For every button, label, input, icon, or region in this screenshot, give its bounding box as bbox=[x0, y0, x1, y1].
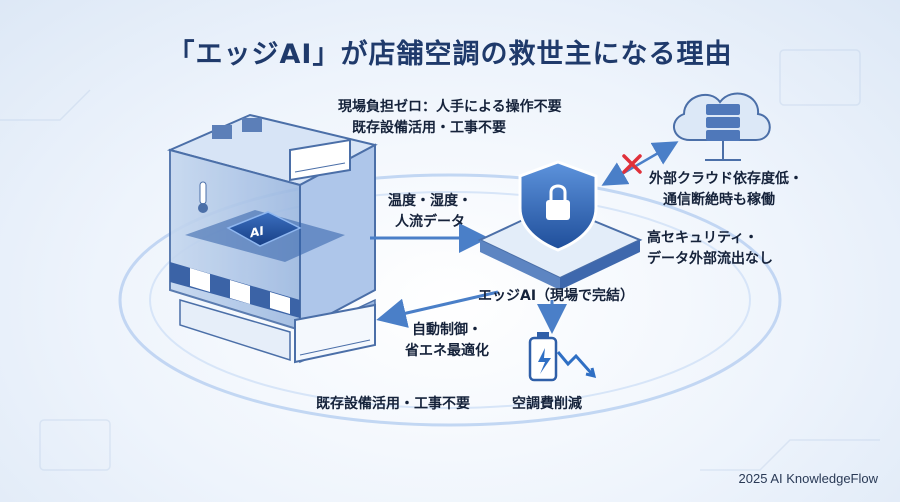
glow-ring bbox=[118, 173, 782, 427]
label-security: 高セキュリティ・ データ外部流出なし bbox=[647, 228, 773, 270]
label-security-line2: データ外部流出なし bbox=[647, 251, 773, 267]
cloud-server-icon bbox=[673, 92, 771, 161]
label-auto-control-line1: 自動制御・ bbox=[412, 322, 482, 338]
battery-down-icon bbox=[528, 332, 597, 382]
label-onsite-burden: 現場負担ゼロ：人手による操作不要 既存設備活用・工事不要 bbox=[338, 97, 562, 139]
ai-chip-icon bbox=[226, 211, 302, 247]
footer-credit: 2025 AI KnowledgeFlow bbox=[738, 471, 878, 486]
label-edge-ai: エッジAI（現場で完結） bbox=[478, 288, 635, 304]
chip-text: AI bbox=[250, 223, 264, 241]
air-conditioner-icon bbox=[289, 138, 351, 182]
x-mark-icon bbox=[622, 154, 642, 174]
label-sensor-input-line1: 温度・湿度・ bbox=[388, 193, 472, 209]
label-auto-control: 自動制御・ 省エネ最適化 bbox=[405, 320, 489, 362]
label-cloud: 外部クラウド依存度低・ 通信断絶時も稼働 bbox=[649, 169, 803, 211]
label-sensor-input-line2: 人流データ bbox=[395, 214, 465, 230]
label-cloud-line2: 通信断絶時も稼働 bbox=[663, 192, 775, 208]
arrow-cloud-link bbox=[601, 141, 679, 186]
label-security-line1: 高セキュリティ・ bbox=[647, 230, 759, 246]
label-onsite-burden-line1: 現場負担ゼロ：人手による操作不要 bbox=[338, 99, 562, 115]
shield-lock-icon bbox=[518, 160, 598, 252]
label-existing-equipment: 既存設備活用・工事不要 bbox=[316, 396, 470, 412]
label-sensor-input: 温度・湿度・ 人流データ bbox=[388, 191, 472, 233]
label-cost-reduction: 空調費削減 bbox=[512, 396, 582, 412]
label-onsite-burden-line2: 既存設備活用・工事不要 bbox=[352, 120, 506, 136]
label-cloud-line1: 外部クラウド依存度低・ bbox=[649, 171, 803, 187]
outdoor-ac-icon bbox=[294, 303, 376, 364]
label-auto-control-line2: 省エネ最適化 bbox=[405, 343, 489, 359]
decorative-circuit bbox=[0, 49, 880, 471]
page-title: 「エッジAI」が店舗空調の救世主になる理由 bbox=[167, 39, 733, 70]
arrow-edge-to-control bbox=[376, 290, 499, 328]
thermometer-icon bbox=[198, 181, 208, 213]
